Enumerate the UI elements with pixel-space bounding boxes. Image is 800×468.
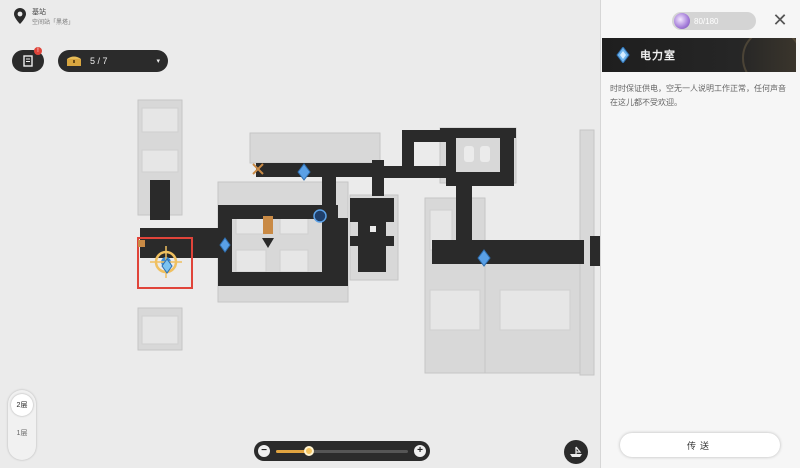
location-title: 基站 <box>32 9 46 16</box>
elevator-marker <box>262 238 274 248</box>
zoom-in-button[interactable]: + <box>414 445 426 457</box>
location-pin-icon <box>14 8 26 24</box>
chevron-down-icon: ▾ <box>156 58 160 65</box>
track-button[interactable] <box>564 440 588 464</box>
space-anchor-icon <box>477 249 491 267</box>
panel-title: 电力室 <box>640 50 676 62</box>
selection-box <box>137 237 193 289</box>
calyx-icon <box>313 209 327 223</box>
treasure-counter-dropdown[interactable]: 5 / 7 ▾ <box>58 50 168 72</box>
ship-icon <box>570 446 582 457</box>
treasure-chest-icon <box>67 56 81 66</box>
stamina-counter[interactable]: 80/180 <box>672 12 756 30</box>
zoom-handle[interactable] <box>304 445 314 456</box>
space-anchor-icon <box>297 163 311 181</box>
space-anchor-icon <box>161 258 173 274</box>
corridors <box>140 128 600 286</box>
stamina-value: 80/180 <box>694 16 719 26</box>
floor-2-button[interactable]: 2层 <box>11 394 33 416</box>
zoom-slider[interactable]: − + <box>254 441 430 461</box>
panel-description: 时时保证供电，空无一人说明工作正常，任何声音在这儿都不受欢迎。 <box>610 84 786 107</box>
close-button[interactable]: ✕ <box>772 10 788 30</box>
space-anchor-icon <box>616 47 630 63</box>
door-marker-icon <box>138 240 145 247</box>
chest-count: 5 / 7 <box>90 56 108 66</box>
location-header: 基站 空间站「黑塔」 <box>14 8 74 28</box>
panel-title-banner: 电力室 <box>602 38 796 72</box>
floor-selector: 2层 1层 <box>8 390 36 460</box>
book-icon <box>23 55 33 67</box>
crossed-swords-icon <box>252 163 264 175</box>
map-area[interactable]: 基站 空间站「黑塔」 ! 5 / 7 ▾ 2层 1层 − + <box>0 0 600 468</box>
location-subtitle: 空间站「黑塔」 <box>32 20 75 26</box>
zoom-fill <box>276 449 309 453</box>
pillars <box>370 146 490 232</box>
zoom-out-button[interactable]: − <box>258 445 270 457</box>
teleport-button[interactable]: 传送 <box>620 433 780 457</box>
elevator-shaft <box>263 216 273 234</box>
trailblaze-power-icon <box>674 13 690 29</box>
info-panel <box>600 0 800 468</box>
floor-1-button[interactable]: 1层 <box>16 430 28 437</box>
zoom-track[interactable] <box>276 445 408 456</box>
notification-badge: ! <box>34 47 42 55</box>
map-canvas[interactable] <box>0 0 600 468</box>
mission-log-button[interactable]: ! <box>12 47 44 72</box>
banner-decoration <box>742 38 796 72</box>
space-anchor-icon <box>219 237 231 253</box>
